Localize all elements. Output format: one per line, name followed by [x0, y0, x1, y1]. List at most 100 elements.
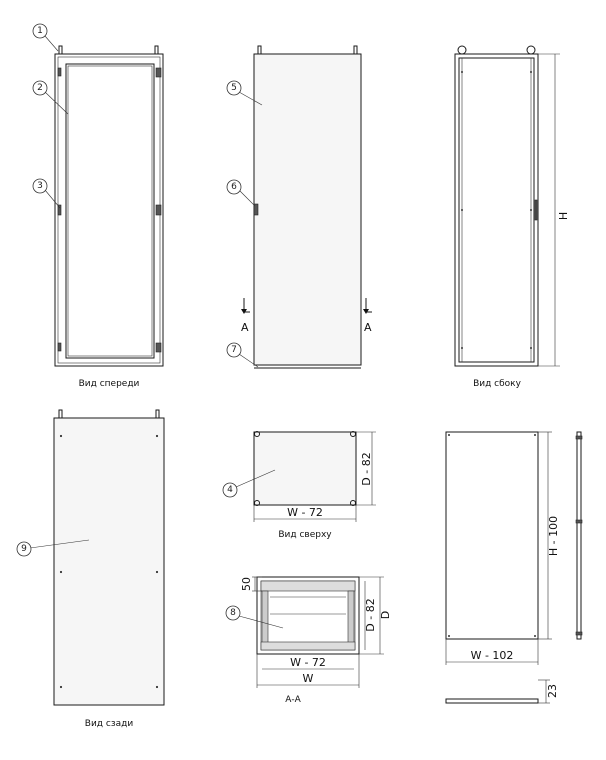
back-lifting-eye-right [155, 409, 160, 419]
svg-text:2: 2 [37, 83, 43, 93]
svg-text:8: 8 [230, 608, 236, 618]
door-lifting-eye-right [353, 45, 358, 55]
top-panel [253, 431, 357, 506]
front-latch-middle [57, 204, 62, 216]
svg-text:3: 3 [37, 181, 43, 191]
panel-part-bottom-edge [445, 698, 539, 704]
panel-part-edge-tab [575, 435, 583, 440]
panel-part-hole [448, 434, 450, 436]
section-left-profile [261, 590, 269, 650]
section-inner [260, 580, 356, 651]
dim-23: 23 [546, 684, 559, 698]
callout-3: 3 [32, 178, 61, 209]
side-bolt [530, 209, 532, 211]
dim-d-minus-82-top: D - 82 [360, 452, 373, 485]
svg-text:1: 1 [37, 26, 43, 36]
front-hinge-bottom [155, 342, 162, 353]
section-outer [256, 576, 360, 655]
section-mark-left: A [241, 321, 249, 334]
panel-part-hole [534, 635, 536, 637]
panel-part-edge-tab [575, 631, 583, 636]
label-section-view: А-А [285, 695, 301, 705]
dim-50: 50 [240, 577, 253, 591]
side-frame [454, 53, 539, 367]
top-corner [254, 431, 260, 437]
front-frame [54, 53, 164, 367]
callout-8: 8 [225, 605, 284, 629]
front-lifting-eye-right [154, 45, 159, 55]
side-eye-right [526, 45, 536, 55]
panel-part-hole [448, 635, 450, 637]
front-latch-bottom [57, 342, 62, 352]
side-view [454, 45, 560, 367]
svg-text:6: 6 [231, 182, 237, 192]
panel-part-edge-tab [575, 519, 583, 524]
panel-part-edge [576, 431, 582, 640]
section-arrow-left [241, 309, 247, 314]
back-bolt [155, 685, 159, 689]
label-front-view: Вид спереди [79, 379, 140, 389]
front-frame-inner [57, 56, 161, 364]
side-bolt [530, 71, 532, 73]
back-bolt [59, 685, 63, 689]
back-bolt [155, 434, 159, 438]
panel-part-outline [445, 431, 539, 640]
side-eye-left [457, 45, 467, 55]
back-bolt [59, 434, 63, 438]
front-latch-top [57, 67, 62, 77]
dim-w-minus-102: W - 102 [471, 649, 514, 662]
front-lifting-eye-left [58, 45, 63, 55]
top-view [253, 431, 376, 522]
back-view [53, 409, 165, 706]
back-panel [53, 417, 165, 706]
front-hinge-middle [155, 204, 162, 216]
section-top-profile [260, 580, 356, 592]
callout-1: 1 [32, 23, 59, 52]
dim-h: H [557, 212, 570, 220]
dim-w: W [303, 672, 314, 685]
svg-text:4: 4 [227, 485, 233, 495]
label-side-view: Вид сбоку [473, 379, 522, 389]
door-lifting-eye-left [257, 45, 262, 55]
side-bolt [461, 71, 463, 73]
callout-7: 7 [226, 342, 259, 368]
side-bolt [530, 347, 532, 349]
section-right-profile [347, 590, 355, 650]
side-bolt [461, 347, 463, 349]
section-bottom-profile [260, 641, 356, 651]
front-view [54, 45, 164, 367]
top-corner [350, 500, 356, 506]
svg-text:5: 5 [231, 83, 237, 93]
label-top-view: Вид сверху [278, 530, 332, 540]
panel-part-hole [534, 434, 536, 436]
back-lifting-eye-left [58, 409, 63, 419]
front-opening [65, 63, 155, 359]
back-bolt [155, 570, 159, 574]
dim-d-minus-82-section: D - 82 [364, 598, 377, 631]
side-frame-inner [458, 57, 535, 363]
top-corner [254, 500, 260, 506]
back-bolt [59, 570, 63, 574]
back-panel-part [445, 431, 583, 704]
label-back-view: Вид сзади [85, 719, 134, 729]
dim-d: D [379, 611, 392, 619]
callout-4: 4 [222, 469, 276, 498]
svg-text:7: 7 [231, 345, 237, 355]
section-view [252, 576, 384, 688]
door-handle [253, 203, 259, 216]
callout-9: 9 [16, 539, 90, 557]
callout-6: 6 [226, 179, 256, 207]
svg-text:9: 9 [21, 544, 27, 554]
side-handle [534, 199, 538, 221]
side-bolt [461, 209, 463, 211]
door-panel [253, 53, 362, 366]
section-mark-right: A [364, 321, 372, 334]
front-opening-inner [67, 65, 153, 357]
door-view [241, 45, 372, 369]
dim-h-minus-100: H - 100 [547, 516, 560, 556]
callout-2: 2 [32, 80, 69, 115]
dim-w-minus-72-top: W - 72 [287, 506, 323, 519]
front-hinge-top [155, 67, 162, 78]
section-arrow-right [363, 309, 369, 314]
